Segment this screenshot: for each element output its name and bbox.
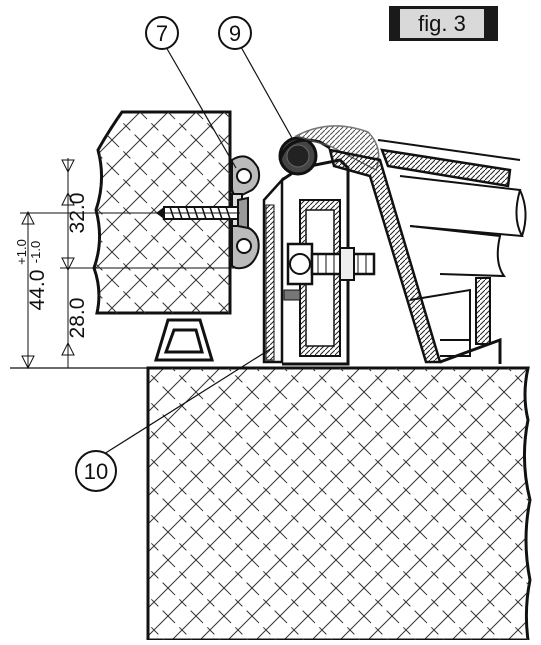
dimension-tolerance-minus: -1.0 <box>28 241 43 263</box>
callout-10-label: 10 <box>84 459 108 484</box>
figure-label-box: fig. 3 <box>389 6 498 41</box>
callout-9: 9 <box>218 16 252 50</box>
spacer-profile <box>153 318 215 362</box>
window-frame <box>399 175 527 340</box>
dimension-tolerance-plus: +1.0 <box>14 239 29 265</box>
round-seal <box>278 136 331 176</box>
callout-7-label: 7 <box>156 21 168 46</box>
dimension-lower: 28.0 <box>66 298 89 339</box>
callout-7: 7 <box>145 16 179 50</box>
callout-10: 10 <box>75 450 117 492</box>
angled-profile <box>328 139 521 364</box>
bolt-assembly <box>286 242 376 286</box>
dimension-upper: 32.0 <box>66 193 89 234</box>
seal-profile <box>231 155 261 270</box>
floor-block <box>146 366 532 642</box>
frame-profile <box>262 158 350 366</box>
figure-label: fig. 3 <box>400 9 484 38</box>
callout-9-label: 9 <box>229 21 241 46</box>
callout-leaders <box>103 46 293 455</box>
dimension-total: 44.0 <box>26 270 49 311</box>
dimension-lines <box>21 158 75 370</box>
